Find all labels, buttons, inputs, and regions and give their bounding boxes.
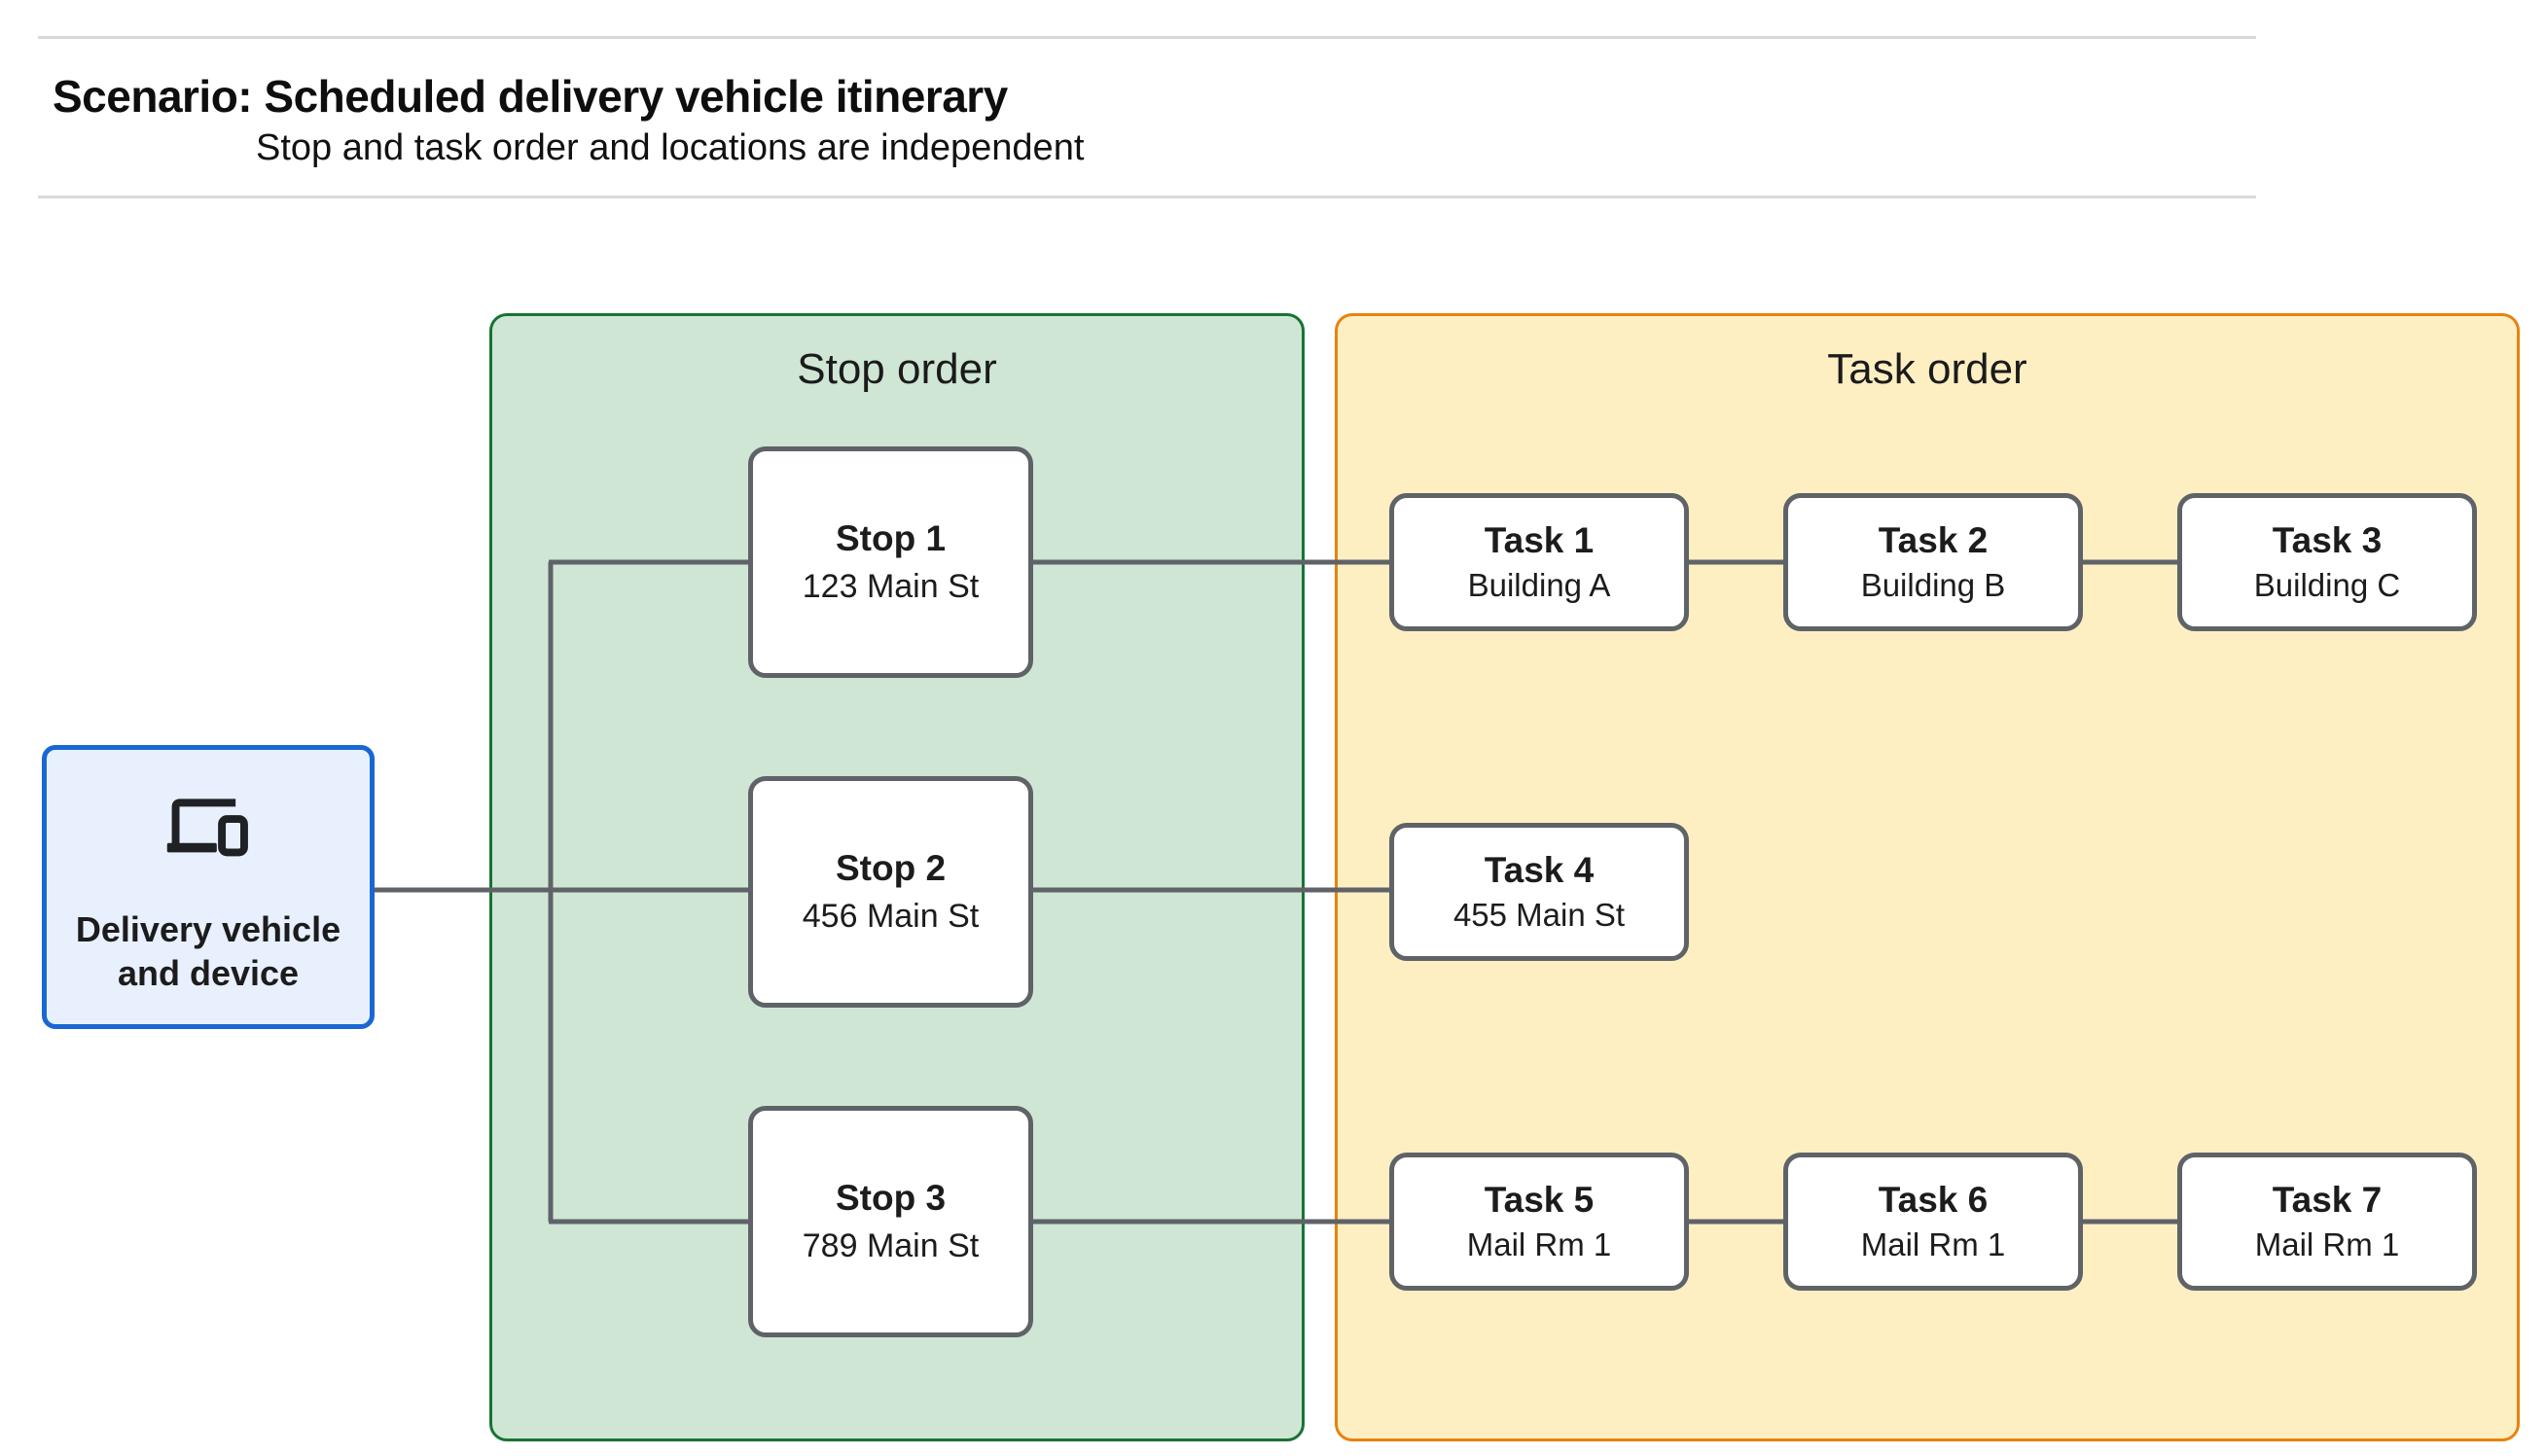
stop-title: Stop 2 — [835, 847, 947, 888]
page-subtitle: Stop and task order and locations are in… — [256, 127, 1085, 168]
task-title: Task 5 — [1484, 1180, 1595, 1221]
header-divider-bottom — [38, 195, 2256, 198]
devices-icon — [166, 799, 248, 857]
header-divider-top — [38, 36, 2256, 39]
task-title: Task 7 — [2272, 1180, 2383, 1221]
stop-node-1: Stop 1 123 Main St — [748, 446, 1033, 678]
task-title: Task 6 — [1878, 1180, 1989, 1221]
task-location: Building C — [2253, 566, 2401, 603]
stop-title: Stop 3 — [835, 1177, 947, 1218]
stop-address: 456 Main St — [802, 898, 980, 936]
stop-order-group-title: Stop order — [797, 345, 997, 393]
task-location: Mail Rm 1 — [1466, 1225, 1612, 1262]
stop-title: Stop 1 — [835, 517, 947, 558]
task-node-6: Task 6 Mail Rm 1 — [1783, 1153, 2083, 1291]
task-title: Task 3 — [2272, 520, 2383, 561]
task-title: Task 4 — [1484, 850, 1595, 891]
stop-address: 789 Main St — [802, 1227, 980, 1265]
stop-address: 123 Main St — [802, 568, 980, 606]
task-node-4: Task 4 455 Main St — [1389, 823, 1689, 961]
stop-node-3: Stop 3 789 Main St — [748, 1106, 1033, 1337]
task-node-7: Task 7 Mail Rm 1 — [2177, 1153, 2477, 1291]
task-node-5: Task 5 Mail Rm 1 — [1389, 1153, 1689, 1291]
task-node-2: Task 2 Building B — [1783, 493, 2083, 631]
task-order-group-title: Task order — [1827, 345, 2027, 393]
task-node-1: Task 1 Building A — [1389, 493, 1689, 631]
delivery-vehicle-node: Delivery vehicle and device — [42, 745, 375, 1029]
task-node-3: Task 3 Building C — [2177, 493, 2477, 631]
task-location: Building B — [1860, 566, 2006, 603]
task-title: Task 2 — [1878, 520, 1989, 561]
delivery-vehicle-label: Delivery vehicle and device — [75, 909, 341, 993]
task-title: Task 1 — [1484, 520, 1595, 561]
stop-node-2: Stop 2 456 Main St — [748, 776, 1033, 1008]
task-location: Mail Rm 1 — [1860, 1225, 2006, 1262]
page-title: Scenario: Scheduled delivery vehicle iti… — [53, 71, 1008, 122]
task-location: Mail Rm 1 — [2254, 1225, 2400, 1262]
task-location: Building A — [1467, 566, 1611, 603]
task-location: 455 Main St — [1452, 896, 1626, 933]
